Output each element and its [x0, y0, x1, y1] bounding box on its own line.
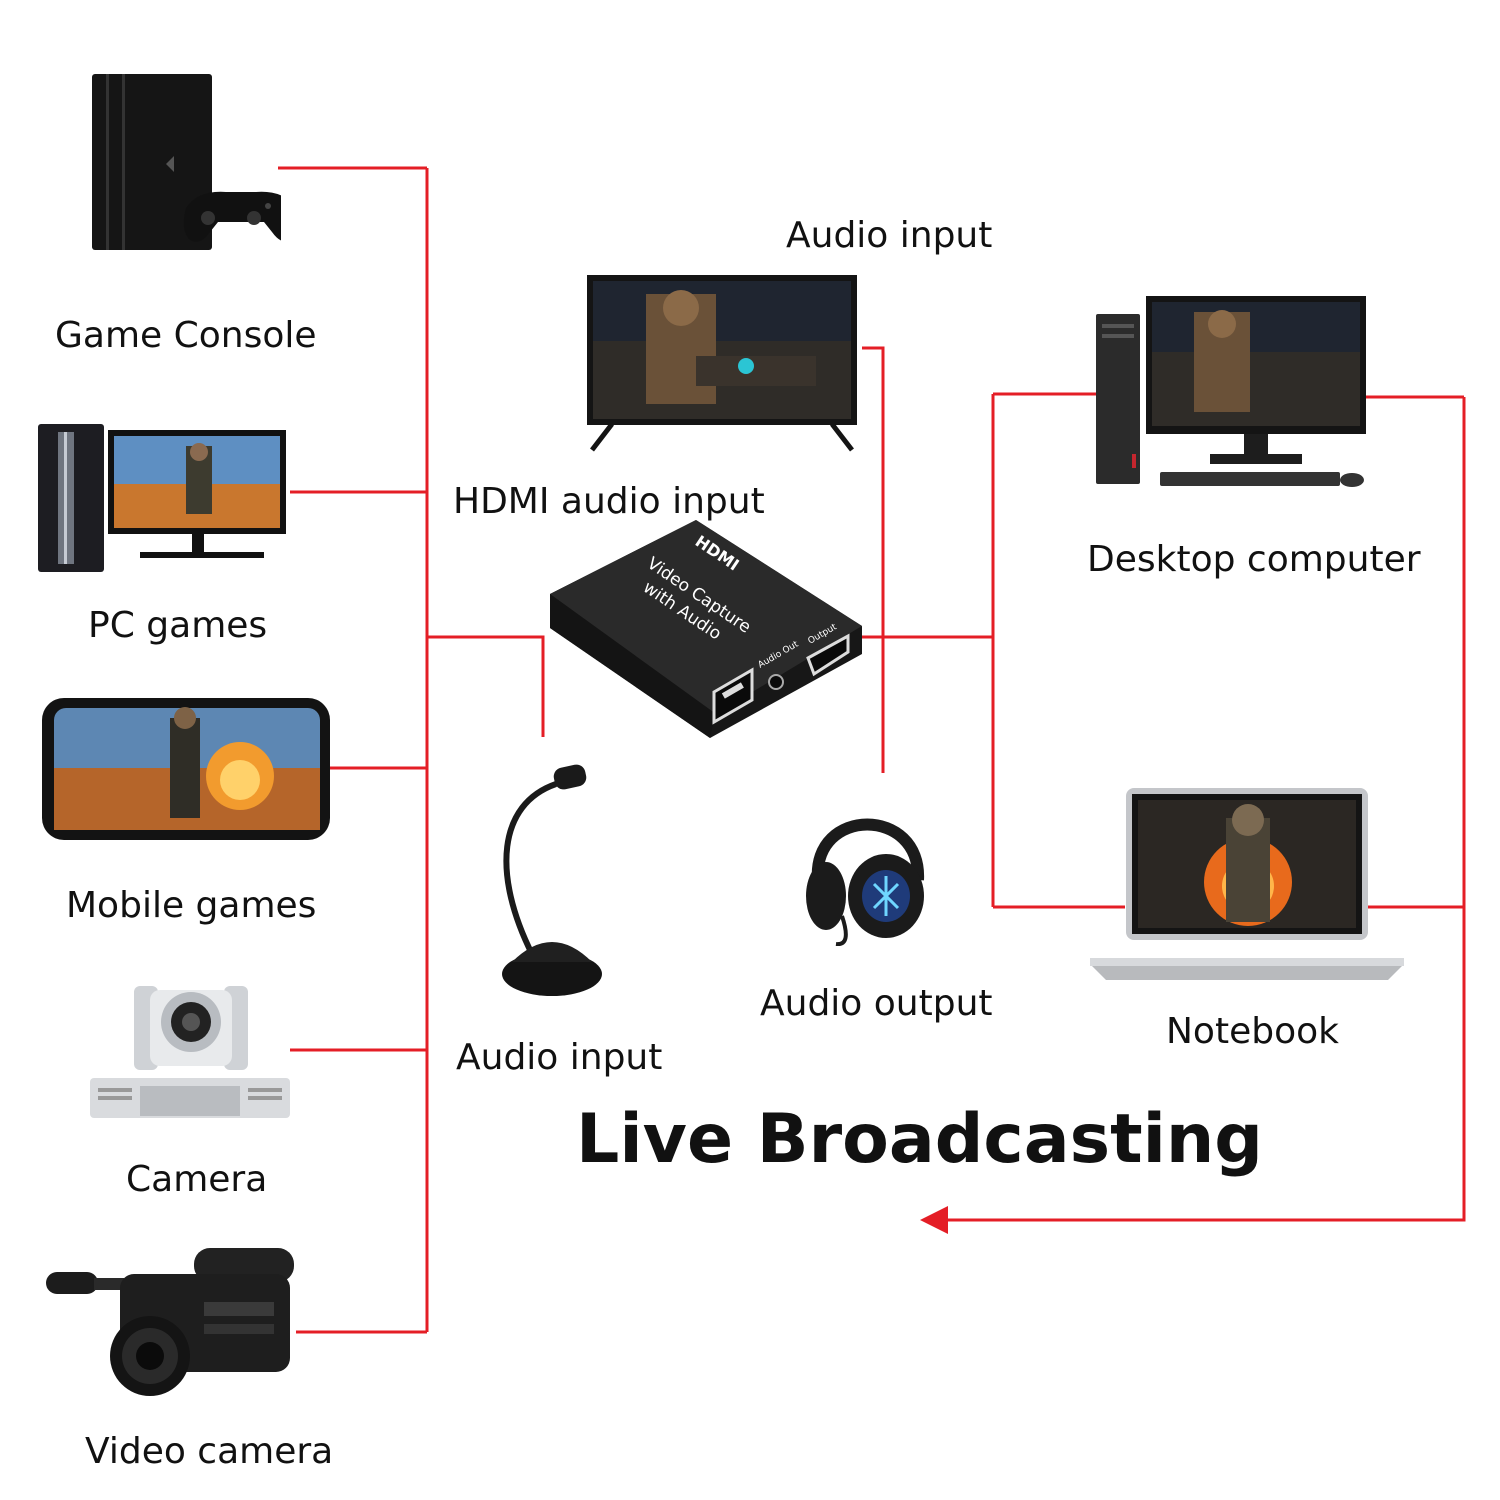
- source-label-pc-games: PC games: [88, 605, 268, 646]
- headset-icon: [802, 796, 932, 946]
- capture-device-icon: HDMI Video Capture with Audio Audio Out …: [546, 518, 866, 744]
- tv-audio-input-label: Audio input: [786, 215, 993, 256]
- wire-device-to-headset: [862, 346, 885, 773]
- camcorder-icon: [44, 1244, 300, 1398]
- wire-to-mic: [427, 635, 545, 737]
- tv-monitor-icon: [586, 274, 858, 452]
- device-usb-port: [712, 667, 754, 725]
- device-audio-jack: [768, 674, 784, 690]
- mic-audio-input-label: Audio input: [456, 1037, 663, 1078]
- source-label-video-camera: Video camera: [85, 1431, 334, 1472]
- hdmi-audio-input-label: HDMI audio input: [453, 481, 765, 522]
- target-label-notebook: Notebook: [1166, 1011, 1339, 1052]
- desktop-computer-icon: [1094, 294, 1370, 492]
- target-label-desktop: Desktop computer: [1087, 539, 1421, 580]
- headset-audio-output-label: Audio output: [760, 983, 993, 1024]
- source-label-game-console: Game Console: [55, 315, 317, 356]
- gaming-pc-icon: [36, 422, 292, 574]
- ptz-camera-icon: [88, 982, 292, 1120]
- laptop-icon: [1088, 786, 1406, 982]
- game-console-icon: [86, 70, 281, 260]
- source-label-mobile-games: Mobile games: [66, 885, 317, 926]
- smartphone-icon: [40, 696, 332, 842]
- device-hdmi-port: [806, 633, 850, 677]
- microphone-icon: [496, 764, 608, 1004]
- source-label-camera: Camera: [126, 1159, 268, 1200]
- live-broadcasting-title: Live Broadcasting: [576, 1100, 1263, 1179]
- broadcast-arrow-head: [920, 1206, 948, 1234]
- wire-return-bus: [940, 397, 1466, 1222]
